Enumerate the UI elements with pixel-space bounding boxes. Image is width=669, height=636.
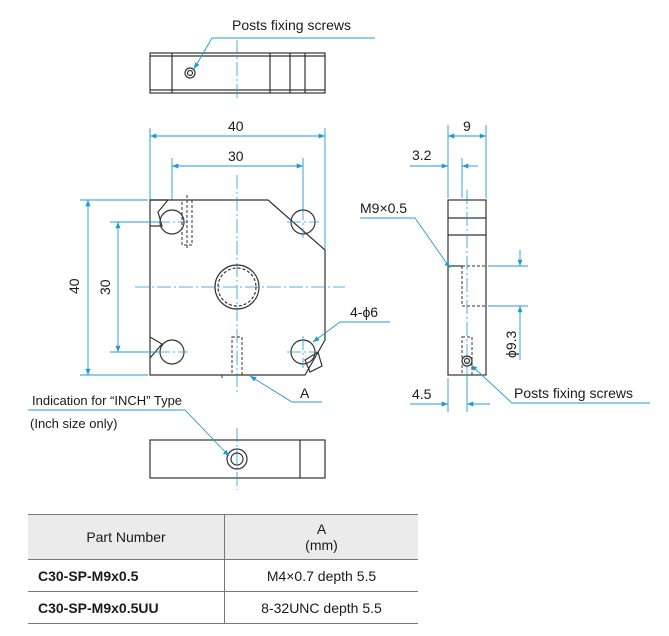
inch-size-only-label: (Inch size only) <box>30 416 117 431</box>
screw-icon <box>184 67 196 79</box>
side-view: 9 3.2 M9×0.5 ϕ9.3 4.5 Posts fixing screw… <box>360 118 650 412</box>
dim-40-top: 40 <box>228 118 244 134</box>
a-value-cell: 8-32UNC depth 5.5 <box>224 591 418 624</box>
screw-icon <box>461 336 473 376</box>
table-row: C30-SP-M9x0.5UU 8-32UNC depth 5.5 <box>28 591 418 624</box>
header-part-number: Part Number <box>28 514 225 560</box>
inch-indication-label: Indication for “INCH” Type <box>32 393 182 408</box>
table-row: C30-SP-M9x0.5 M4×0.7 depth 5.5 <box>28 559 418 592</box>
dia-9-3: ϕ9.3 <box>503 330 519 358</box>
part-number-table: Part Number A (mm) C30-SP-M9x0.5 M4×0.7 … <box>28 514 418 624</box>
posts-fixing-screws-top-label: Posts fixing screws <box>232 17 351 33</box>
dim-9: 9 <box>463 118 471 134</box>
header-a: A (mm) <box>224 514 418 560</box>
part-number-cell: C30-SP-M9x0.5UU <box>28 591 225 624</box>
part-number-cell: C30-SP-M9x0.5 <box>28 559 225 592</box>
holes-label: 4-ϕ6 <box>350 304 378 320</box>
dim-30-left: 30 <box>97 279 113 295</box>
header-a-unit: (mm) <box>305 537 338 553</box>
detail-a-label: A <box>300 385 310 401</box>
top-view: Posts fixing screws <box>149 17 375 100</box>
posts-fixing-screws-side-label: Posts fixing screws <box>514 385 633 401</box>
dim-3-2: 3.2 <box>412 147 432 163</box>
bottom-view: Indication for “INCH” Type (Inch size on… <box>28 393 326 490</box>
dim-4-5: 4.5 <box>412 386 432 402</box>
a-value-cell: M4×0.7 depth 5.5 <box>224 559 418 592</box>
front-view: 40 30 40 <box>66 118 390 403</box>
table-header-row: Part Number A (mm) <box>28 514 418 560</box>
dim-30-top: 30 <box>228 148 244 164</box>
thread-label: M9×0.5 <box>360 200 407 216</box>
inch-mark-icon <box>226 448 248 470</box>
dim-40-left: 40 <box>66 278 82 294</box>
header-a-label: A <box>316 521 327 537</box>
